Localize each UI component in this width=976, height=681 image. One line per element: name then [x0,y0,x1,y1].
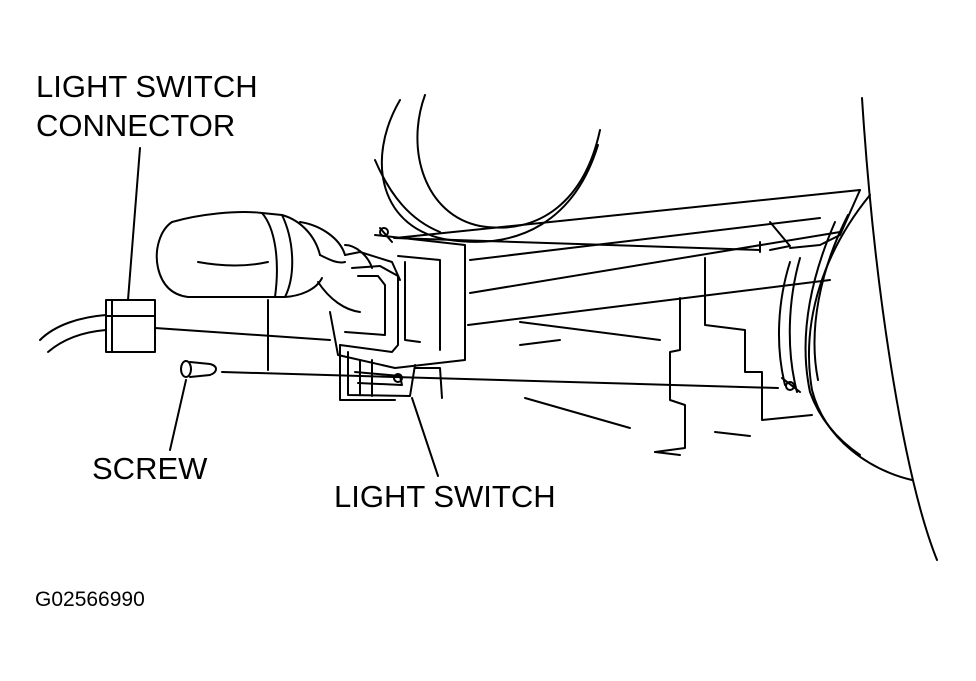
upper-guide-line [393,237,761,251]
screw-guide-line [221,371,779,389]
light-switch-leader [411,397,439,477]
screw [180,360,217,378]
screw-label: SCREW [92,451,208,486]
screw-leader [169,379,187,451]
steering-column [394,189,861,429]
figure-id: G02566990 [35,588,145,611]
connector-label-line-1: LIGHT SWITCH [36,69,258,104]
dashboard [654,97,938,561]
guide-lines [221,237,801,393]
wire-harness [39,314,107,353]
connector [105,299,331,353]
switch-body [329,227,466,401]
light-switch-label: LIGHT SWITCH [334,479,556,514]
leader-lines [127,147,439,477]
switch-stalk [155,211,373,313]
connector-label-line-2: CONNECTOR [36,108,236,143]
connector-leader [127,147,141,301]
connector-guide-line [154,327,331,341]
